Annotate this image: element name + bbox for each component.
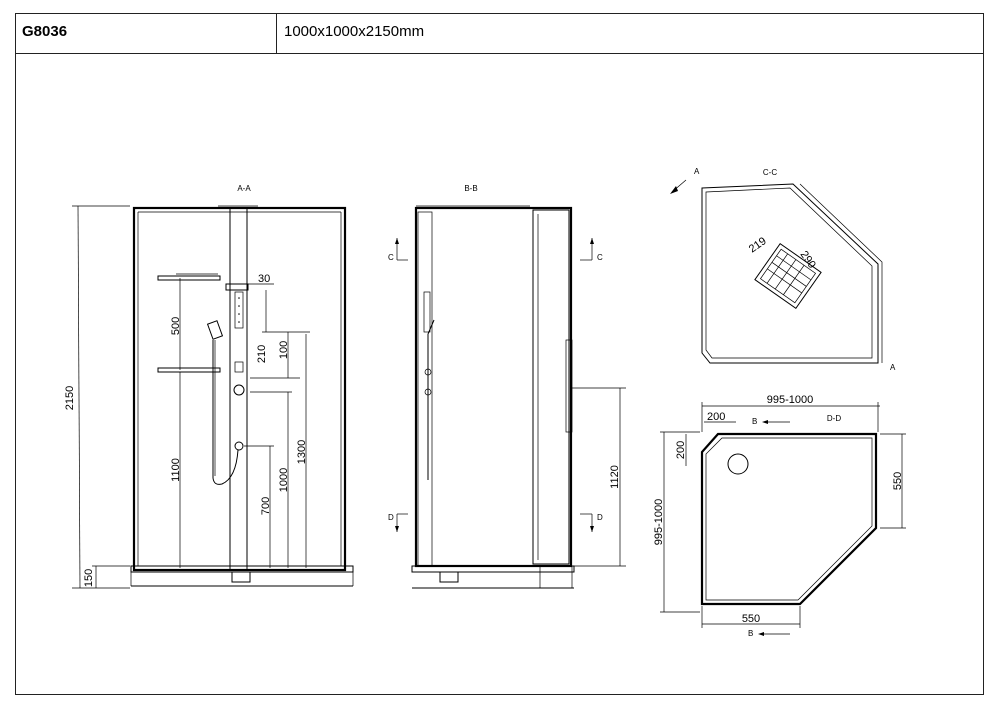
view-dd: D-D 995-1000 200 995-1000 200 550 550 B xyxy=(653,394,906,638)
rain-shower-head xyxy=(754,242,822,310)
drain-trap xyxy=(231,571,251,583)
hand-shower-side xyxy=(427,319,435,480)
section-marker-c-left: C xyxy=(388,238,408,262)
hand-shower-head xyxy=(206,320,224,340)
shower-column xyxy=(229,207,248,571)
enclosure-side xyxy=(414,206,573,568)
dim-width: 995-1000 xyxy=(767,394,814,406)
svg-text:C: C xyxy=(597,253,603,262)
dim-side: 550 xyxy=(892,472,904,490)
body-jets xyxy=(234,291,244,329)
dim-corner-x: 200 xyxy=(707,411,725,423)
dim-tray: 150 xyxy=(83,569,95,587)
enclosure-front xyxy=(132,206,347,572)
section-marker-c-right: C xyxy=(580,238,603,262)
section-marker-d-left: D xyxy=(388,513,408,532)
overall-dimensions: 1000x1000x2150mm xyxy=(284,23,425,40)
dim-100: 100 xyxy=(278,341,290,359)
view-label-cc: C-C xyxy=(763,168,777,177)
view-label-dd: D-D xyxy=(827,414,841,423)
side-panel xyxy=(532,209,570,565)
tray-drain xyxy=(727,453,749,475)
diverter-knob xyxy=(234,441,244,451)
model-number: G8036 xyxy=(22,23,68,40)
overhead-bracket xyxy=(225,283,249,291)
view-cc: C-C 219 290 A A xyxy=(670,167,896,372)
shower-tray-side xyxy=(411,565,575,573)
view-aa: A-A 2 xyxy=(64,184,354,589)
title-divider xyxy=(276,14,277,54)
dim-top-offset: 30 xyxy=(258,273,270,285)
column-side xyxy=(417,211,433,567)
dim-head-width: 219 xyxy=(747,235,769,255)
tray-outline xyxy=(700,432,878,606)
svg-text:D: D xyxy=(388,513,394,522)
dim-1300: 1300 xyxy=(296,440,308,464)
section-marker-a-top: A xyxy=(670,167,700,194)
lower-shelf xyxy=(157,367,221,373)
upper-shelf xyxy=(157,275,221,281)
svg-text:B: B xyxy=(752,417,757,426)
dim-shelf: 1100 xyxy=(170,458,182,482)
section-marker-b-top: B xyxy=(752,417,790,426)
dim-line-total xyxy=(77,205,81,589)
mixer-knob xyxy=(233,384,245,396)
dim-bar: 1120 xyxy=(609,465,621,489)
dim-bottom: 550 xyxy=(742,613,760,625)
body-jets-side xyxy=(423,291,431,333)
dim-corner-y: 200 xyxy=(675,441,687,459)
svg-text:B: B xyxy=(748,629,753,638)
svg-text:A: A xyxy=(694,167,700,176)
dim-700: 700 xyxy=(260,497,272,515)
drain-trap-side xyxy=(439,571,459,583)
control-panel xyxy=(234,361,244,373)
view-label-bb: B-B xyxy=(464,184,477,193)
drawing-sheet: G8036 1000x1000x2150mm xyxy=(15,13,984,695)
view-bb: B-B 1120 C C xyxy=(388,184,626,589)
svg-text:C: C xyxy=(388,253,394,262)
dim-1000: 1000 xyxy=(278,468,290,492)
section-marker-a-bottom: A xyxy=(890,363,896,372)
roof-outline xyxy=(701,183,879,364)
dim-depth: 995-1000 xyxy=(653,499,665,546)
section-marker-b-bottom: B xyxy=(748,629,790,638)
hand-shower-hose xyxy=(212,340,239,485)
view-label-aa: A-A xyxy=(237,184,251,193)
dim-210: 210 xyxy=(256,345,268,363)
section-marker-d-right: D xyxy=(580,513,603,532)
grab-bar xyxy=(565,339,573,433)
dim-total: 2150 xyxy=(64,386,76,410)
title-block: G8036 1000x1000x2150mm xyxy=(16,14,983,54)
dim-head-to-shelf: 500 xyxy=(170,317,182,335)
svg-text:D: D xyxy=(597,513,603,522)
